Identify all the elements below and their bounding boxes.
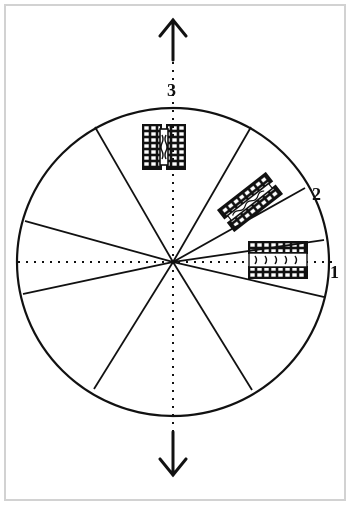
arrow-down-icon: [160, 432, 186, 475]
label-position-1: 1: [330, 262, 339, 282]
arrow-up-icon: [160, 20, 186, 60]
label-position-3: 3: [167, 80, 176, 100]
cell-horizontal-icon: [249, 242, 307, 278]
label-position-2: 2: [312, 184, 321, 204]
cell-vertical-icon: [143, 125, 185, 169]
